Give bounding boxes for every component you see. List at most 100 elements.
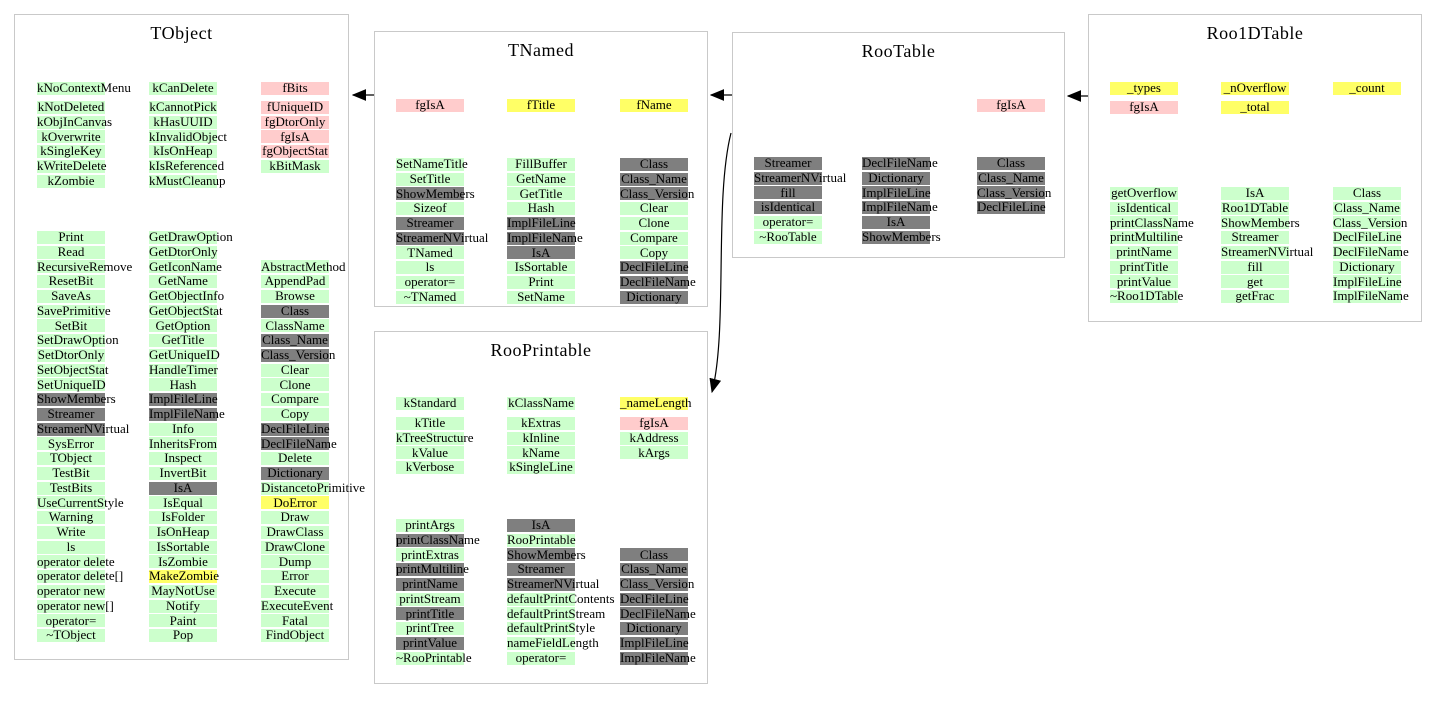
member-cell[interactable]: Dump [261, 554, 329, 570]
member-cell[interactable]: UseCurrentStyle [37, 494, 124, 511]
member-cell[interactable]: ls [37, 539, 105, 555]
member-cell[interactable]: Clone [261, 377, 329, 393]
member-cell[interactable]: printExtras [396, 547, 464, 563]
member-cell[interactable]: ExecuteEvent [261, 597, 334, 614]
member-cell[interactable]: SetName [507, 289, 575, 305]
member-cell[interactable]: Roo1DTable [1221, 199, 1289, 216]
member-cell[interactable]: kTitle [396, 415, 464, 431]
member-cell[interactable]: DeclFileLine [261, 420, 330, 437]
member-cell[interactable]: ImplFileLine [1333, 273, 1402, 290]
member-cell[interactable]: kZombie [37, 173, 105, 189]
member-cell[interactable]: Streamer [754, 155, 822, 171]
member-cell[interactable]: _types [1110, 80, 1178, 96]
member-cell[interactable]: kSingleKey [37, 144, 105, 159]
member-cell[interactable]: ImplFileName [862, 199, 938, 215]
member-cell[interactable]: GetTitle [149, 333, 217, 348]
member-cell[interactable]: RecursiveRemove [37, 258, 133, 275]
member-cell[interactable]: _count [1333, 80, 1401, 96]
member-cell[interactable]: ImplFileLine [862, 184, 931, 201]
member-cell[interactable]: operator= [754, 214, 822, 230]
member-cell[interactable]: ShowMembers [862, 228, 941, 245]
member-cell[interactable]: IsSortable [149, 539, 217, 555]
member-cell[interactable]: printTitle [396, 606, 464, 622]
member-cell[interactable]: kInline [507, 430, 575, 446]
member-cell[interactable]: fgDtorOnly [261, 114, 329, 130]
member-cell[interactable]: GetObjectStat [149, 302, 223, 319]
member-cell[interactable]: Copy [620, 245, 688, 261]
member-cell[interactable]: Error [261, 569, 329, 584]
member-cell[interactable]: GetIconName [149, 258, 222, 275]
member-cell[interactable]: kBitMask [261, 158, 329, 174]
member-cell[interactable]: Warning [37, 510, 105, 525]
member-cell[interactable]: Class_Version [261, 347, 336, 363]
member-cell[interactable]: printArgs [396, 517, 464, 533]
member-cell[interactable]: GetOption [149, 318, 217, 334]
member-cell[interactable]: IsA [507, 245, 575, 261]
member-cell[interactable]: kNoContextMenu [37, 80, 131, 96]
member-cell[interactable]: kArgs [620, 445, 688, 461]
member-cell[interactable]: Sizeof [396, 201, 464, 216]
member-cell[interactable]: DrawClass [261, 524, 329, 540]
member-cell[interactable]: StreamerNVirtual [37, 420, 130, 437]
member-cell[interactable]: fgIsA [977, 97, 1045, 113]
member-cell[interactable]: Dictionary [620, 621, 688, 636]
member-cell[interactable]: kIsReferenced [149, 158, 225, 174]
member-cell[interactable]: DistancetoPrimitive [261, 479, 365, 496]
member-cell[interactable]: TObject [37, 451, 105, 466]
member-cell[interactable]: printTree [396, 621, 464, 636]
member-cell[interactable]: Streamer [37, 406, 105, 422]
member-cell[interactable]: DeclFileLine [620, 590, 689, 607]
member-cell[interactable]: operator= [396, 274, 464, 290]
member-cell[interactable]: IsA [862, 214, 930, 230]
member-cell[interactable]: Compare [261, 392, 329, 407]
member-cell[interactable]: _total [1221, 99, 1289, 115]
member-cell[interactable]: fgIsA [620, 415, 688, 431]
class-title-tnamed[interactable]: TNamed [508, 40, 574, 60]
member-cell[interactable]: kStandard [396, 395, 464, 411]
member-cell[interactable]: _nOverflow [1221, 80, 1289, 96]
member-cell[interactable]: operator new[] [37, 597, 114, 614]
member-cell[interactable]: fill [1221, 259, 1289, 275]
class-title-rootable[interactable]: RooTable [861, 41, 936, 61]
member-cell[interactable]: getOverflow [1110, 185, 1178, 201]
member-cell[interactable]: kAddress [620, 430, 688, 446]
member-cell[interactable]: Clear [261, 362, 329, 378]
member-cell[interactable]: printMultiline [396, 561, 469, 577]
member-cell[interactable]: Class_Name [620, 170, 688, 187]
member-cell[interactable]: SaveAs [37, 288, 105, 304]
member-cell[interactable]: StreamerNVirtual [507, 576, 600, 592]
member-cell[interactable]: TestBits [37, 480, 105, 496]
member-cell[interactable]: ImplFileLine [620, 635, 689, 651]
member-cell[interactable]: Hash [149, 377, 217, 393]
member-cell[interactable]: Class_Name [261, 332, 329, 348]
member-cell[interactable]: kClassName [507, 395, 575, 411]
member-cell[interactable]: Delete [261, 451, 329, 466]
member-cell[interactable]: MayNotUse [149, 583, 217, 599]
member-cell[interactable]: Streamer [1221, 230, 1289, 245]
member-cell[interactable]: Draw [261, 510, 329, 525]
member-cell[interactable]: fgIsA [261, 129, 329, 145]
member-cell[interactable]: IsZombie [149, 554, 217, 570]
member-cell[interactable]: Dictionary [620, 289, 688, 305]
member-cell[interactable]: kInvalidObject [149, 128, 227, 145]
member-cell[interactable]: ImplFileName [149, 406, 225, 422]
member-cell[interactable]: operator delete[] [37, 568, 124, 584]
class-title-roo1dtable[interactable]: Roo1DTable [1206, 23, 1304, 43]
member-cell[interactable]: isIdentical [1110, 200, 1178, 216]
member-cell[interactable]: IsA [149, 480, 217, 496]
member-cell[interactable]: ClassName [261, 318, 329, 334]
member-cell[interactable]: fgIsA [396, 97, 464, 113]
member-cell[interactable]: operator new [37, 583, 106, 599]
member-cell[interactable]: FindObject [261, 628, 329, 643]
member-cell[interactable]: IsEqual [149, 495, 217, 511]
member-cell[interactable]: GetTitle [507, 186, 575, 202]
member-cell[interactable]: Streamer [396, 215, 464, 231]
member-cell[interactable]: SysError [37, 436, 105, 452]
member-cell[interactable]: DrawClone [261, 539, 329, 555]
member-cell[interactable]: GetDrawOption [149, 229, 233, 245]
member-cell[interactable]: fTitle [507, 97, 575, 113]
member-cell[interactable]: GetName [507, 171, 575, 187]
member-cell[interactable]: SetDtorOnly [37, 347, 105, 363]
member-cell[interactable]: Fatal [261, 613, 329, 629]
member-cell[interactable]: Class_Name [620, 561, 688, 577]
